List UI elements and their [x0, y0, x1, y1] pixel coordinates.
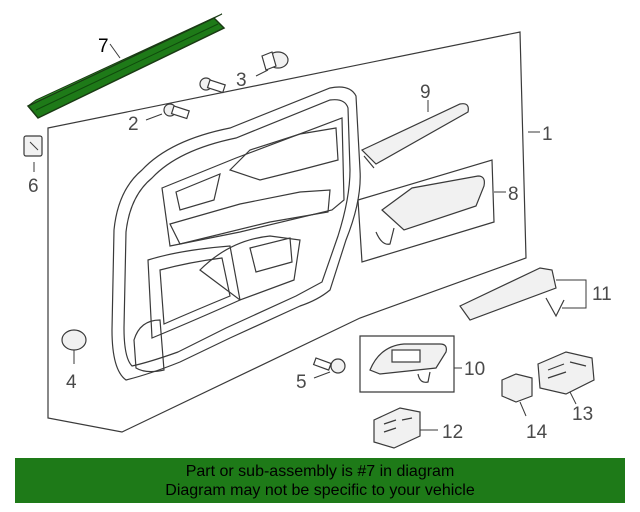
- screw-part-5: [312, 357, 346, 379]
- trim-part-9: [360, 103, 469, 169]
- switch-part-12: [373, 407, 421, 449]
- callout-7-label: 7: [98, 36, 109, 57]
- bracket-part-11: [459, 267, 587, 321]
- switch-part-13: [537, 351, 595, 405]
- callout-9-label: 9: [420, 82, 431, 103]
- bolt-upper: [199, 77, 226, 94]
- callout-1-label: 1: [542, 124, 553, 145]
- callout-12-label: 12: [442, 422, 463, 443]
- callout-3-label: 3: [236, 70, 247, 91]
- callout-8-label: 8: [508, 184, 519, 205]
- weatherstrip-part-7[interactable]: [26, 13, 226, 119]
- callout-2-label: 2: [128, 114, 139, 135]
- callout-13-label: 13: [572, 404, 593, 425]
- banner-line-2: Diagram may not be specific to your vehi…: [165, 482, 475, 499]
- bolt-part-2: [145, 103, 190, 121]
- callout-10-label: 10: [464, 359, 485, 380]
- info-banner: Part or sub-assembly is #7 in diagram Di…: [15, 458, 625, 503]
- callout-6-label: 6: [28, 176, 39, 197]
- parts-diagram: 7 3 2 6 9 1 8 11 4 10 5 12 13 14: [23, 13, 612, 449]
- callout-4-label: 4: [66, 372, 77, 393]
- callout-14-label: 14: [526, 422, 548, 443]
- callout-11-label: 11: [592, 284, 612, 305]
- switch-part-14: [501, 373, 533, 417]
- door-panel-outline: [47, 31, 527, 433]
- clip-part-3: [255, 51, 289, 77]
- clip-part-6: [23, 135, 43, 157]
- switch-panel-part-10: [359, 335, 455, 393]
- callout-5-label: 5: [296, 372, 307, 393]
- door-trim-board: [111, 86, 361, 381]
- armrest-part-8: [357, 159, 495, 263]
- banner-line-1: Part or sub-assembly is #7 in diagram: [185, 463, 455, 480]
- callout-leaders: [33, 43, 540, 431]
- clip-part-4: [61, 329, 87, 364]
